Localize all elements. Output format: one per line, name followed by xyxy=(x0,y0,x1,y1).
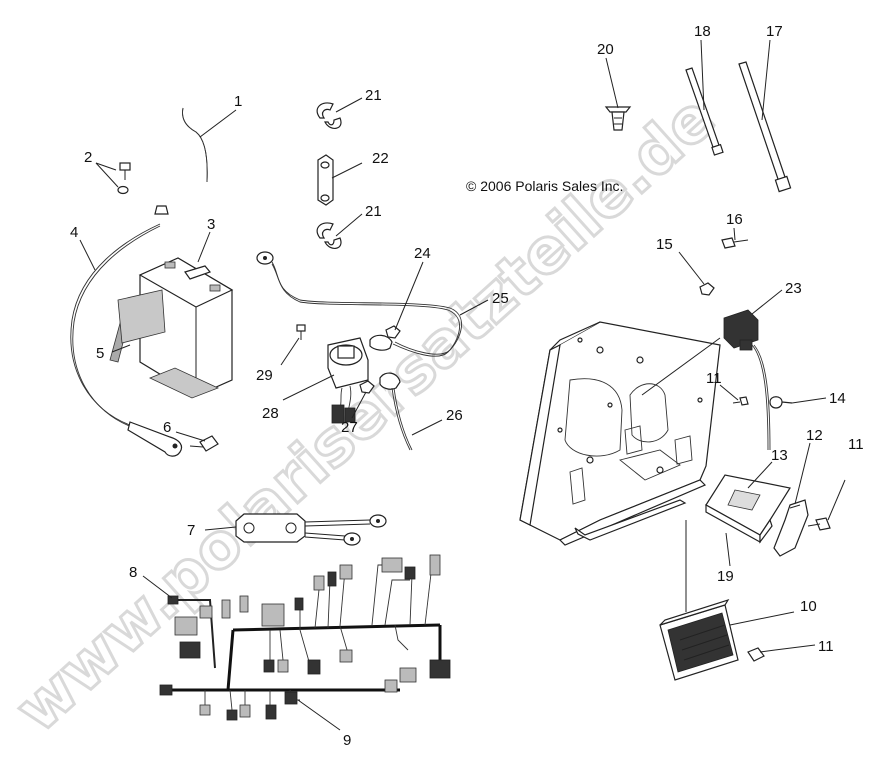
callout-10: 10 xyxy=(800,598,817,615)
part-22-bracket xyxy=(317,154,334,206)
part-28-solenoid xyxy=(327,337,369,424)
part-1-cable xyxy=(182,107,208,183)
callout-11-a: 11 xyxy=(706,370,722,387)
callout-21-lower: 21 xyxy=(365,203,382,220)
part-11-screw-c xyxy=(747,647,776,662)
callout-23: 23 xyxy=(785,280,802,297)
callout-27: 27 xyxy=(341,419,358,436)
callout-13: 13 xyxy=(771,447,788,464)
callout-11-c: 11 xyxy=(818,638,834,655)
callout-16: 16 xyxy=(726,211,743,228)
part-6-bolt xyxy=(189,435,219,452)
part-21-clip-upper xyxy=(316,102,342,129)
part-26-cable xyxy=(379,372,413,451)
callout-labels: 1 2 3 4 5 6 7 8 9 10 11 11 11 12 13 14 1… xyxy=(70,23,864,749)
part-27-nut xyxy=(359,380,375,394)
callout-3: 3 xyxy=(207,216,215,233)
part-23-relay xyxy=(723,309,771,451)
part-8-main-harness xyxy=(159,554,451,721)
callout-1: 1 xyxy=(234,93,242,110)
part-16-bolt xyxy=(721,237,749,249)
callout-8: 8 xyxy=(129,564,137,581)
callout-4: 4 xyxy=(70,224,78,241)
copyright-text: © 2006 Polaris Sales Inc. xyxy=(466,178,623,194)
part-4-cable xyxy=(70,223,183,457)
callout-26: 26 xyxy=(446,407,463,424)
callout-22: 22 xyxy=(372,150,389,167)
callout-29: 29 xyxy=(256,367,273,384)
part-3-battery xyxy=(138,257,234,397)
part-24-nut xyxy=(385,325,401,339)
part-10-ecu xyxy=(659,598,739,681)
part-25-cable xyxy=(256,251,462,357)
callout-2: 2 xyxy=(84,149,92,166)
callout-9: 9 xyxy=(343,732,351,749)
callout-12: 12 xyxy=(806,427,823,444)
part-15-nut xyxy=(699,282,715,296)
part-14-clip xyxy=(769,396,793,409)
part-21-clip-lower xyxy=(316,222,342,249)
callout-21-upper: 21 xyxy=(365,87,382,104)
callout-17: 17 xyxy=(766,23,783,40)
callout-7: 7 xyxy=(187,522,195,539)
part-5-pad xyxy=(109,289,220,399)
part-29-screw xyxy=(296,324,306,340)
callout-18: 18 xyxy=(694,23,711,40)
part-2-screw xyxy=(117,162,131,195)
part-17-tie xyxy=(738,61,792,193)
part-12-bracket xyxy=(773,499,809,557)
callout-28: 28 xyxy=(262,405,279,422)
part-20-rivet xyxy=(604,106,632,131)
callout-20: 20 xyxy=(597,41,614,58)
electrical-panel xyxy=(519,321,721,546)
callout-14: 14 xyxy=(829,390,846,407)
callout-19: 19 xyxy=(717,568,734,585)
callout-15: 15 xyxy=(656,236,673,253)
callout-11-b: 11 xyxy=(848,436,864,453)
part-13-module xyxy=(705,474,791,544)
callout-6: 6 xyxy=(163,419,171,436)
part-11-screw-b xyxy=(807,517,831,531)
leader-lines xyxy=(79,39,846,731)
callout-24: 24 xyxy=(414,245,431,262)
part-11-screw-a xyxy=(732,396,749,406)
callout-5: 5 xyxy=(96,345,104,362)
part-18-tie xyxy=(685,67,724,156)
part-7-harness xyxy=(235,513,387,546)
callout-25: 25 xyxy=(492,290,509,307)
